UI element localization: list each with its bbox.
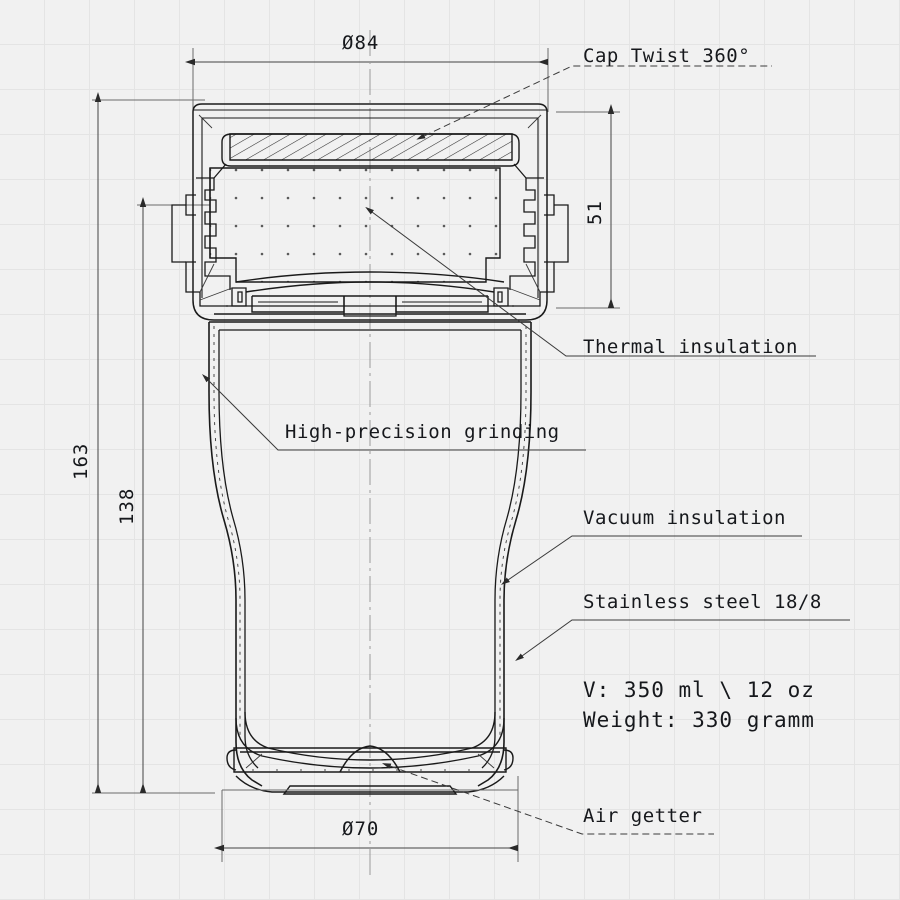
dimension-dia-bottom: Ø70 — [342, 818, 380, 840]
cap-inner-cavity — [209, 167, 501, 283]
callout-cap-twist: Cap Twist 360° — [583, 45, 751, 67]
bottom-cover-plate — [222, 775, 518, 795]
dimension-height-cap: 51 — [584, 200, 606, 225]
callout-air-getter: Air getter — [583, 805, 703, 827]
base-ring — [226, 745, 514, 773]
cap-assembly — [192, 103, 548, 321]
leader-lines — [201, 65, 850, 835]
spec-weight: Weight: 330 gramm — [583, 708, 815, 732]
dimension-height-body: 138 — [116, 487, 138, 525]
spec-volume: V: 350 ml \ 12 oz — [583, 678, 815, 702]
callout-thermal-insulation: Thermal insulation — [583, 336, 798, 358]
cap-thread-right — [493, 163, 569, 307]
cap-thread-left — [171, 163, 247, 307]
callout-high-precision-grinding: High-precision grinding — [285, 421, 560, 443]
dimension-dia-top: Ø84 — [342, 32, 380, 54]
dimension-height-total: 163 — [70, 442, 92, 480]
callout-vacuum-insulation: Vacuum insulation — [583, 507, 786, 529]
vacuum-gap — [213, 326, 527, 740]
body-outer-wall — [208, 321, 532, 787]
cap-seal-disc — [214, 271, 526, 317]
callout-stainless-steel: Stainless steel 18/8 — [583, 591, 822, 613]
